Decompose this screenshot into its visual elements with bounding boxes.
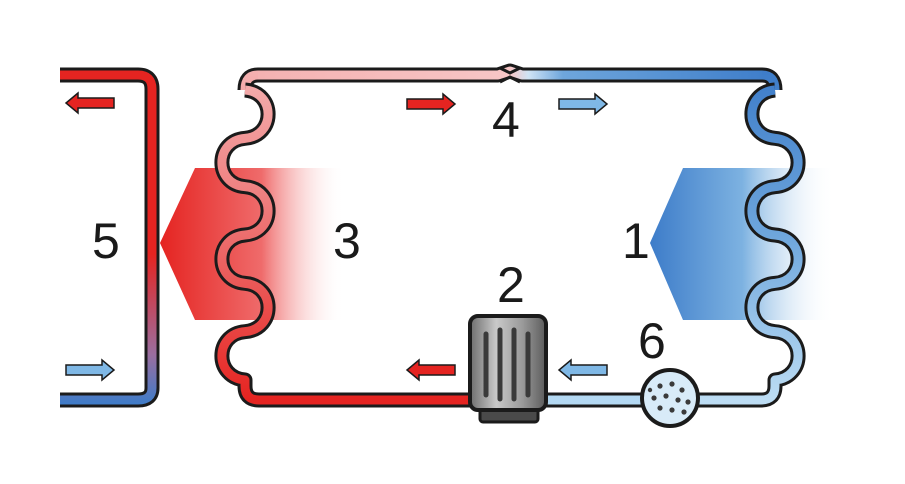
refrigerant-pipes <box>60 63 806 408</box>
flow-arrow-top-cold <box>558 92 609 116</box>
flow-arrow-bottom-cold <box>557 358 608 382</box>
top-pipe <box>258 66 762 80</box>
evaporator-top-bend <box>761 70 780 91</box>
expansion-valve <box>499 66 521 84</box>
heating-circuit-pipe <box>60 70 157 405</box>
label-compressor: 2 <box>497 257 525 313</box>
flow-arrow-heating-out <box>64 91 115 115</box>
label-filter-dryer: 6 <box>638 313 666 369</box>
flow-arrow-bottom-hot <box>405 358 456 382</box>
evaporator-coil <box>698 85 803 405</box>
filter-dryer <box>640 368 700 428</box>
label-evaporator: 1 <box>622 213 650 269</box>
heat-absorb-arrow-icon <box>650 168 835 320</box>
compressor <box>468 314 548 424</box>
heat-release-arrow-icon <box>160 168 345 320</box>
condenser-top-bend <box>240 70 259 91</box>
flow-arrow-top-hot <box>406 92 457 116</box>
condenser-coil <box>217 85 472 405</box>
label-condenser: 3 <box>333 213 361 269</box>
flow-arrows <box>64 91 609 382</box>
label-heating-circuit: 5 <box>92 213 120 269</box>
flow-arrow-heating-in <box>65 358 116 382</box>
label-expansion-valve: 4 <box>492 92 520 148</box>
